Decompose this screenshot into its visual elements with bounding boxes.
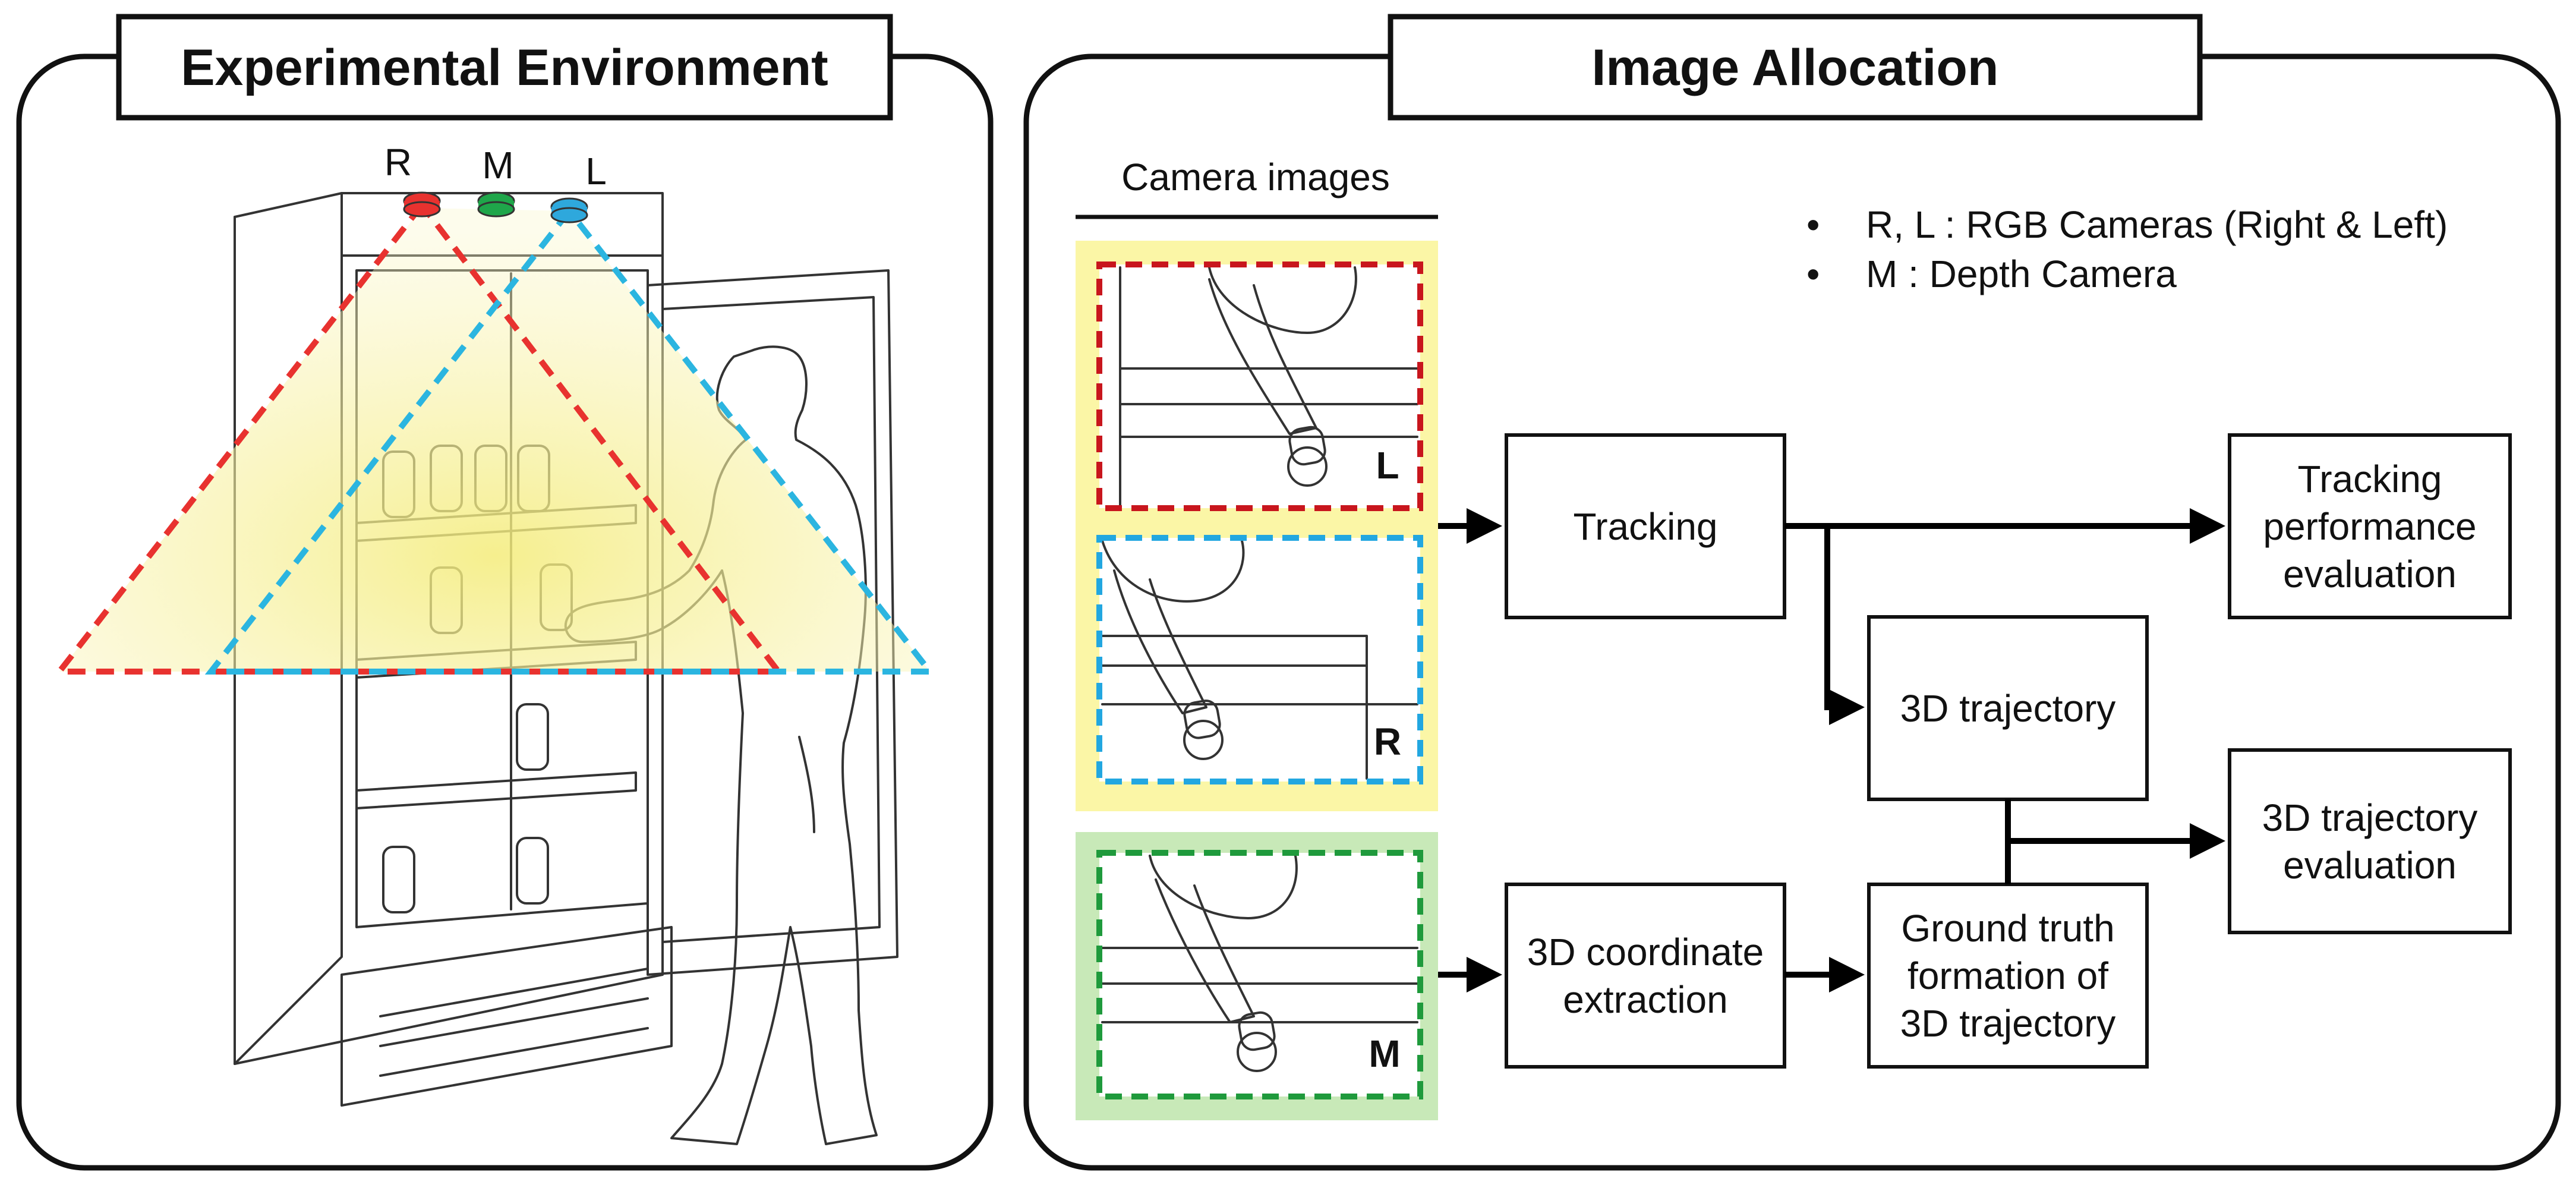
trajectory-eval-box: 3D trajectory evaluation (2228, 748, 2512, 934)
tile-r-sketch (1101, 540, 1418, 780)
coord-extraction-line-1: 3D coordinate (1527, 931, 1764, 973)
left-title-box (116, 14, 893, 121)
camera-l-view-cone (204, 206, 937, 675)
camera-tile-m: M (1096, 850, 1423, 1099)
tile-m-border (1096, 850, 1423, 1099)
tile-l-sketch (1119, 266, 1418, 506)
left-panel-title: Experimental Environment (181, 39, 828, 96)
legend-bullet-1: • (1806, 203, 1820, 246)
coord-extraction-box: 3D coordinate extraction (1505, 883, 1786, 1069)
tracking-label: Tracking (1573, 505, 1717, 548)
light-cone-fill (59, 208, 930, 672)
tracking-eval-box: Tracking performance evaluation (2228, 433, 2512, 619)
legend-item-rgb: R, L : RGB Cameras (Right & Left) (1866, 203, 2448, 246)
legend-item-depth: M : Depth Camera (1866, 253, 2177, 295)
ground-truth-box: Ground truth formation of 3D trajectory (1867, 883, 2149, 1069)
trajectory-eval-line-1: 3D trajectory (2262, 796, 2478, 839)
arrow-tracking-to-trajectory (1824, 526, 1865, 725)
legend-bullet-2: • (1806, 253, 1820, 295)
tracking-box: Tracking (1505, 433, 1786, 619)
ground-truth-line-1: Ground truth (1901, 907, 2114, 950)
tile-r-letter: R (1374, 720, 1401, 763)
tracking-eval-line-3: evaluation (2283, 553, 2457, 596)
ground-truth-line-3: 3D trajectory (1900, 1002, 2116, 1045)
ground-truth-line-2: formation of (1907, 954, 2108, 997)
camera-r-view-cone (53, 200, 785, 675)
trajectory-3d-box: 3D trajectory (1867, 615, 2149, 801)
camera-tile-l: L (1096, 261, 1423, 511)
camera-field-of-view (53, 200, 937, 675)
camera-l: L (550, 150, 607, 223)
tracking-eval-line-1: Tracking (2297, 458, 2442, 500)
right-panel: Image Allocation Camera images L (1023, 14, 2561, 1171)
camera-m-label: M (482, 144, 513, 187)
camera-tile-r: R (1096, 535, 1423, 784)
trajectory-3d-label: 3D trajectory (1900, 687, 2116, 730)
right-title-box (1388, 14, 2203, 121)
tile-m-sketch (1101, 855, 1418, 1072)
coord-extraction-line-2: extraction (1563, 978, 1727, 1021)
right-panel-title: Image Allocation (1592, 39, 1999, 96)
tile-m-letter: M (1369, 1032, 1400, 1075)
flow-arrows (1438, 508, 2225, 992)
tile-l-border (1096, 261, 1423, 511)
camera-l-label: L (585, 150, 607, 193)
camera-r: R (384, 141, 441, 218)
camera-images-heading: Camera images (1121, 156, 1390, 198)
legend: • R, L : RGB Cameras (Right & Left) • M … (1806, 203, 2448, 295)
left-panel: Experimental Environment (16, 14, 994, 1171)
tile-r-border (1096, 535, 1423, 784)
tile-l-letter: L (1376, 444, 1399, 487)
camera-m: M (477, 144, 515, 218)
tracking-eval-line-2: performance (2263, 505, 2476, 548)
trajectory-eval-line-2: evaluation (2283, 844, 2457, 887)
camera-r-label: R (384, 141, 412, 184)
